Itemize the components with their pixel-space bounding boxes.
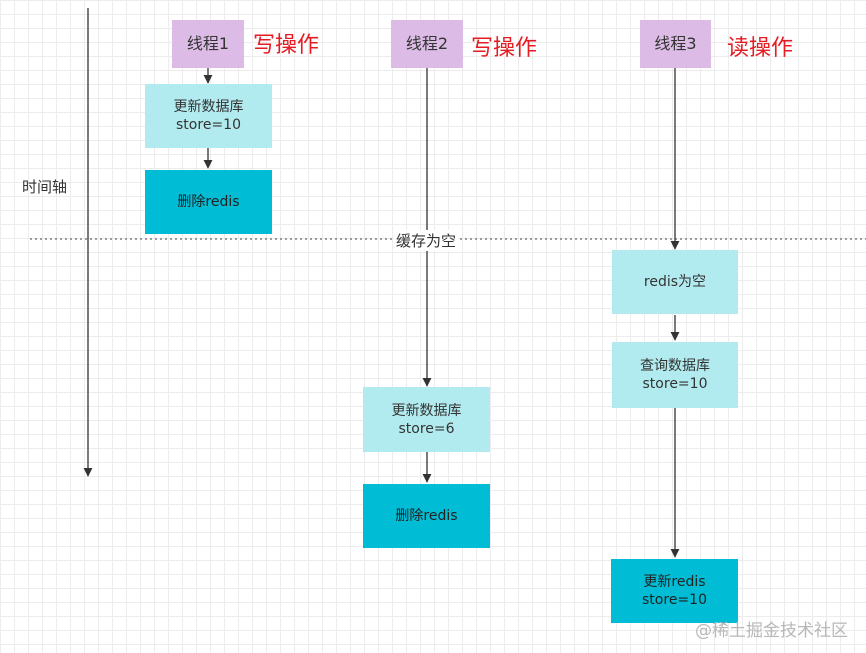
t2-delete-redis-text: 删除redis bbox=[395, 508, 458, 524]
t1-update-db-text: 更新数据库 store=10 bbox=[173, 99, 244, 133]
thread-2-box: 线程2 bbox=[391, 20, 463, 68]
thread-1-name: 线程1 bbox=[186, 34, 230, 53]
t1-update-db-step: 更新数据库 store=10 bbox=[145, 84, 272, 148]
thread-3-box: 线程3 bbox=[640, 20, 711, 68]
t2-update-db-text: 更新数据库 store=6 bbox=[391, 402, 462, 437]
t2-update-db-step: 更新数据库 store=6 bbox=[363, 387, 490, 452]
t3-redis-empty-step: redis为空 bbox=[612, 250, 738, 314]
t3-query-db-text: 查询数据库 store=10 bbox=[640, 358, 710, 392]
thread-2-op-label: 写操作 bbox=[471, 36, 538, 61]
t2-delete-redis-step: 删除redis bbox=[363, 484, 490, 548]
thread-1-op-label: 写操作 bbox=[253, 33, 320, 58]
watermark: @稀土掘金技术社区 bbox=[695, 621, 848, 641]
t1-delete-redis-step: 删除redis bbox=[145, 170, 272, 234]
timeline-label: 时间轴 bbox=[22, 178, 68, 196]
thread-3-name: 线程3 bbox=[654, 34, 697, 53]
thread-2-name: 线程2 bbox=[405, 34, 449, 53]
t3-redis-empty-text: redis为空 bbox=[643, 274, 707, 290]
t1-delete-redis-text: 删除redis bbox=[177, 194, 240, 210]
cache-empty-label: 缓存为空 bbox=[394, 230, 459, 251]
t3-update-redis-step: 更新redis store=10 bbox=[611, 559, 738, 623]
thread-3-op-label: 读操作 bbox=[727, 36, 794, 61]
t3-query-db-step: 查询数据库 store=10 bbox=[612, 342, 738, 408]
t3-update-redis-text: 更新redis store=10 bbox=[642, 574, 707, 608]
thread-1-box: 线程1 bbox=[172, 20, 244, 68]
